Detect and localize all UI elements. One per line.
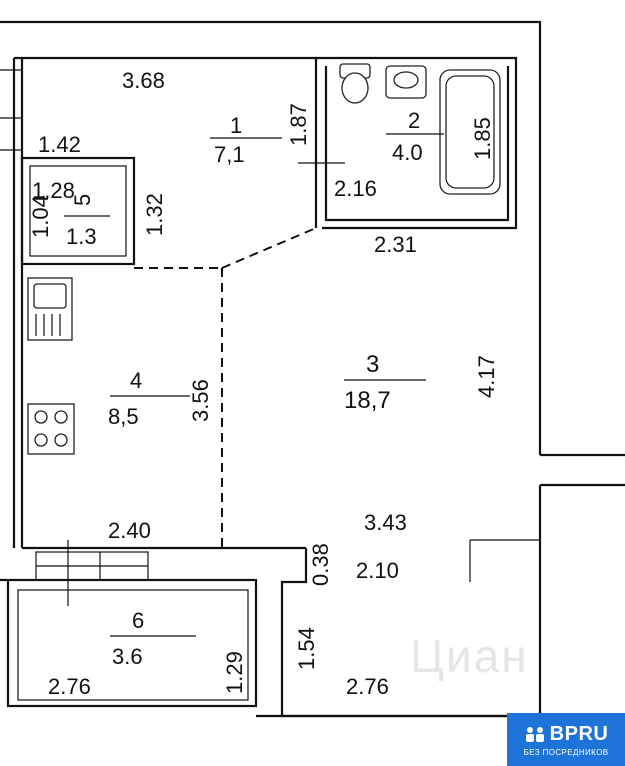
dim-balcony-bottom: 2.76 [48, 674, 91, 699]
toilet-icon [339, 63, 371, 104]
dim-room3-bottom-upper: 3.43 [364, 510, 407, 535]
badge-subtitle: БЕЗ ПОСРЕДНИКОВ [523, 747, 609, 757]
room-area: 4.0 [392, 140, 423, 165]
outer-walls [0, 20, 625, 718]
room-label-6: 6 3.6 [110, 608, 196, 669]
closet-walls [20, 156, 136, 266]
dim-room3-bottom-lower: 2.10 [356, 558, 399, 583]
dim-hall-top: 3.68 [122, 68, 165, 93]
dim-wall-small: 0.38 [308, 543, 333, 586]
bpru-badge: BPRU БЕЗ ПОСРЕДНИКОВ [507, 713, 625, 766]
room-number: 1 [230, 113, 242, 138]
dim-bath-tub: 1.85 [470, 117, 495, 160]
bathroom-walls [298, 58, 510, 228]
dim-recess-left: 1.54 [294, 627, 319, 670]
room-label-2: 2 4.0 [386, 108, 444, 165]
bathtub-icon [439, 69, 501, 195]
dim-bath-bottom: 2.16 [334, 176, 377, 201]
kitchen-sink-icon [27, 277, 73, 341]
room-label-1: 1 7,1 [210, 113, 282, 167]
dim-hall-left: 1.42 [38, 132, 81, 157]
room-number: 6 [132, 608, 144, 633]
badge-top-row: BPRU [524, 723, 609, 746]
watermark: Циан [410, 630, 529, 682]
badge-name: BPRU [549, 722, 609, 745]
room-area: 1.3 [66, 224, 97, 249]
room-label-5: 5 1.3 [64, 194, 110, 249]
dim-balcony-right: 1.29 [222, 651, 247, 694]
room-number: 3 [366, 351, 379, 378]
room-area: 18,7 [344, 387, 391, 414]
room-number: 4 [130, 368, 142, 393]
dim-room3-right: 4.17 [474, 355, 499, 398]
room-area: 7,1 [214, 142, 245, 167]
room-area: 3.6 [112, 644, 143, 669]
room-area: 8,5 [108, 404, 139, 429]
room-label-4: 4 8,5 [108, 368, 190, 429]
dim-closet-right: 1.32 [142, 193, 167, 236]
people-icon [525, 727, 544, 742]
dim-kitchen-bottom: 2.40 [108, 518, 151, 543]
partitions [134, 227, 317, 548]
dim-room3-top: 2.31 [374, 232, 417, 257]
sink-icon [385, 65, 427, 99]
dimension-labels: 3.68 1.87 1.42 1.85 2.16 1.04 1.28 1.3 2 … [28, 68, 499, 699]
stove-icon [27, 403, 75, 455]
recess-walls [256, 539, 540, 718]
room-number: 2 [408, 108, 420, 133]
dim-recess-bottom: 2.76 [346, 674, 389, 699]
room-label-3: 3 18,7 [344, 351, 426, 414]
balcony-walls [0, 540, 306, 708]
dim-closet-top: 1.28 [32, 178, 75, 203]
dim-kitchen-right: 3.56 [188, 379, 213, 422]
dim-closet-left: 1.04 [28, 195, 53, 238]
room-number: 5 [70, 194, 95, 206]
dim-hall-right: 1.87 [286, 103, 311, 146]
